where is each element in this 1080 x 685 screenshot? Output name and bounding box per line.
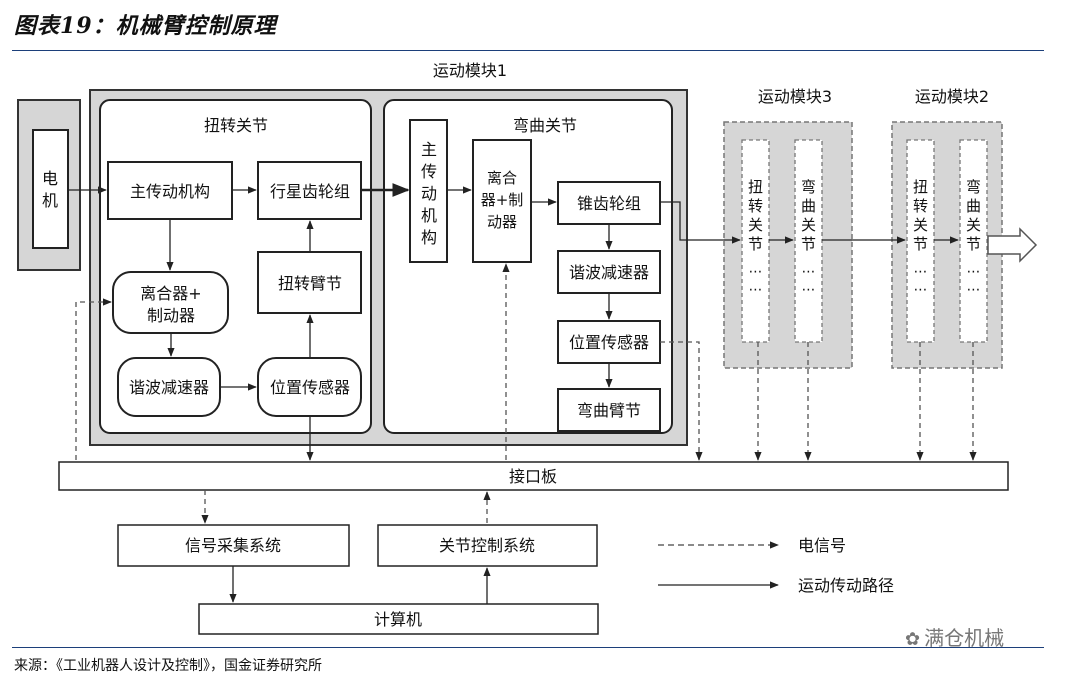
module-3-twist [741, 139, 770, 343]
module-1-label: 运动模块1 [433, 61, 507, 80]
title-rule [12, 50, 1044, 51]
twist-sensor-label: 位置传感器 [270, 378, 350, 397]
output-arrow [987, 227, 1038, 263]
sub-module-texts: 扭转关节 ⋯⋯ 弯曲关节 ⋯⋯ 扭转关节 ⋯⋯ 弯曲关节 ⋯⋯ [748, 178, 981, 298]
figure-title: 图表19：机械臂控制原理 [14, 13, 277, 39]
twist-arm-box [257, 251, 362, 314]
computer-label: 计算机 [374, 610, 422, 629]
module-3-label: 运动模块3 [758, 87, 832, 106]
twist-joint-title: 扭转关节 [204, 116, 268, 135]
signal-system-box [117, 524, 350, 567]
watermark-text: 满仓机械 [924, 626, 1005, 650]
bend-clutch-label: 离合器+制动器 [481, 169, 524, 231]
module-2-bend-label: 弯曲关节 [966, 178, 981, 253]
computer-box [198, 603, 599, 635]
motor-label: 电机 [42, 169, 58, 210]
joint-control-box [377, 524, 598, 567]
watermark: ✿满仓机械 [905, 622, 1004, 651]
bend-arm-label: 弯曲臂节 [577, 401, 641, 420]
module-3-twist-dots: ⋯⋯ [749, 264, 763, 298]
bend-arm-box [557, 388, 661, 432]
main-drive-label: 主传动机构 [130, 182, 210, 201]
bend-main-drive-label: 主传动机构 [421, 140, 437, 247]
twist-harmonic-label: 谐波减速器 [129, 378, 209, 397]
bevel-label: 锥齿轮组 [577, 194, 641, 213]
interface-board [58, 461, 1009, 491]
control-diagram: 运动模块1 扭转关节 弯曲关节 电机 主传动机构 行星齿轮组 离合器+制动器 扭… [17, 61, 1038, 635]
module-2-twist [906, 139, 935, 343]
bend-sensor-label: 位置传感器 [569, 333, 649, 352]
clutch-brake-label: 离合器+制动器 [140, 284, 201, 325]
module-3-bend [794, 139, 823, 343]
bend-joint-title: 弯曲关节 [513, 116, 577, 135]
legend-electric-label: 电信号 [798, 536, 846, 555]
wechat-icon: ✿ [905, 629, 921, 650]
twist-arm-label: 扭转臂节 [278, 274, 342, 293]
module-2-bend-dots: ⋯⋯ [967, 264, 981, 298]
module-2-twist-label: 扭转关节 [913, 178, 928, 253]
motor-box [32, 129, 69, 249]
planetary-box [257, 161, 362, 220]
bend-main-drive-box [409, 119, 448, 263]
interface-board-label: 接口板 [509, 467, 557, 486]
module-2-twist-dots: ⋯⋯ [914, 264, 928, 298]
bend-clutch-box [472, 139, 532, 263]
electric-signals [75, 263, 977, 524]
motion-paths [68, 183, 959, 604]
module-2-bend [959, 139, 988, 343]
module-2-label: 运动模块2 [915, 87, 989, 106]
module-3-bend-label: 弯曲关节 [801, 178, 816, 253]
module-3-twist-label: 扭转关节 [748, 178, 763, 253]
bend-harmonic-label: 谐波减速器 [569, 263, 649, 282]
module-3-bend-dots: ⋯⋯ [802, 264, 816, 298]
source-note: 来源：《工业机器人设计及控制》，国金证券研究所 [14, 658, 322, 674]
bottom-rule [12, 647, 1044, 648]
joint-control-label: 关节控制系统 [439, 536, 535, 555]
legend-motion-label: 运动传动路径 [798, 576, 894, 595]
signal-system-label: 信号采集系统 [185, 536, 281, 555]
planetary-label: 行星齿轮组 [270, 182, 350, 201]
